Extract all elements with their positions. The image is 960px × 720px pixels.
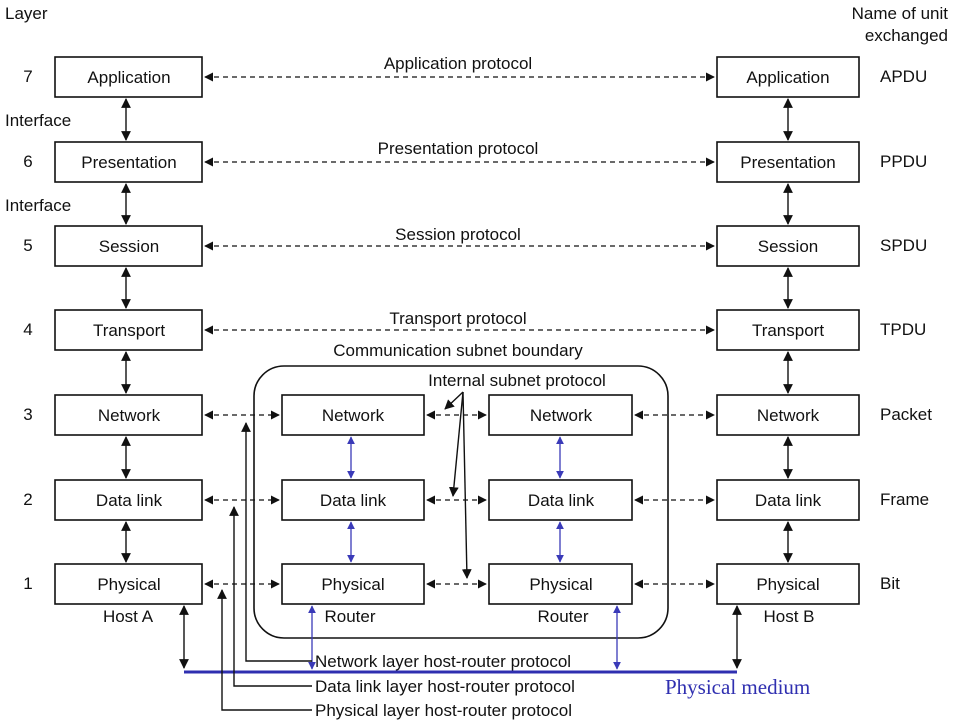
layer-heading: Layer (5, 4, 48, 23)
host-a-session-label: Session (99, 237, 159, 256)
host-b-application-label: Application (746, 68, 829, 87)
layer-number-3: 3 (23, 405, 32, 424)
unit-packet: Packet (880, 405, 932, 424)
router-1-data-link-box (281, 479, 425, 521)
host-b-data-link-box (716, 479, 860, 521)
host-b-physical-label: Physical (756, 575, 819, 594)
router-2-label: Router (537, 607, 588, 626)
router-1-physical-box (281, 563, 425, 605)
layer-number-2: 2 (23, 490, 32, 509)
router-1-network-label: Network (322, 406, 385, 425)
host-b-transport-label: Transport (752, 321, 824, 340)
layer-number-5: 5 (23, 236, 32, 255)
host-a-application-label: Application (87, 68, 170, 87)
host-a-transport-box (54, 309, 203, 351)
data-link-host-router-label: Data link layer host-router protocol (315, 677, 575, 696)
host-a-data-link-label: Data link (96, 491, 163, 510)
host-a-network-box (54, 394, 203, 436)
host-b-label: Host B (763, 607, 814, 626)
router-2-network-box (488, 394, 633, 436)
network-host-router-pointer (241, 422, 312, 662)
router-1-physical-label: Physical (321, 575, 384, 594)
host-a-data-link-box (54, 479, 203, 521)
unit-apdu: APDU (880, 67, 927, 86)
router-1-label: Router (324, 607, 375, 626)
host-b-presentation-box (716, 141, 860, 183)
host-b-presentation-label: Presentation (740, 153, 835, 172)
host-b-data-link-label: Data link (755, 491, 822, 510)
host-a-label: Host A (103, 607, 154, 626)
physical-medium-label: Physical medium (665, 675, 810, 699)
host-b-session-box (716, 225, 860, 267)
presentation-protocol-label: Presentation protocol (378, 139, 539, 158)
router-1-network-box (281, 394, 425, 436)
host-a-application-box (54, 56, 203, 98)
interface-label-2: Interface (5, 196, 71, 215)
host-b-network-box (716, 394, 860, 436)
internal-protocol-pointer-physical (461, 391, 472, 579)
unit-heading-line1: Name of unit (852, 4, 949, 23)
internal-protocol-pointer-data-link (448, 391, 464, 497)
transport-protocol-label: Transport protocol (389, 309, 526, 328)
router-2-data-link-box (488, 479, 633, 521)
layer-number-4: 4 (23, 320, 32, 339)
host-a-presentation-box (54, 141, 203, 183)
internal-subnet-protocol-label: Internal subnet protocol (428, 371, 606, 390)
router-2-data-link-label: Data link (528, 491, 595, 510)
unit-bit: Bit (880, 574, 900, 593)
router-2-physical-box (488, 563, 633, 605)
router-1-data-link-label: Data link (320, 491, 387, 510)
layer-number-6: 6 (23, 152, 32, 171)
unit-spdu: SPDU (880, 236, 927, 255)
network-host-router-label: Network layer host-router protocol (315, 652, 571, 671)
subnet-boundary-label: Communication subnet boundary (333, 341, 583, 360)
application-protocol-label: Application protocol (384, 54, 532, 73)
host-a-presentation-label: Presentation (81, 153, 176, 172)
internal-protocol-pointer-network (444, 391, 464, 410)
unit-ppdu: PPDU (880, 152, 927, 171)
host-a-network-label: Network (98, 406, 161, 425)
session-protocol-label: Session protocol (395, 225, 521, 244)
host-b-physical-box (716, 563, 860, 605)
router-2-network-label: Network (530, 406, 593, 425)
data-link-host-router-pointer (229, 506, 312, 687)
physical-host-router-label: Physical layer host-router protocol (315, 701, 572, 720)
host-b-session-label: Session (758, 237, 818, 256)
host-b-application-box (716, 56, 860, 98)
host-b-network-label: Network (757, 406, 820, 425)
unit-frame: Frame (880, 490, 929, 509)
host-a-transport-label: Transport (93, 321, 165, 340)
unit-heading-line2: exchanged (865, 26, 948, 45)
host-a-physical-box (54, 563, 203, 605)
router-2-physical-label: Physical (529, 575, 592, 594)
host-a-session-box (54, 225, 203, 267)
unit-tpdu: TPDU (880, 320, 926, 339)
host-a-physical-label: Physical (97, 575, 160, 594)
host-b-transport-box (716, 309, 860, 351)
layer-number-1: 1 (23, 574, 32, 593)
interface-label-1: Interface (5, 111, 71, 130)
physical-host-router-pointer (217, 589, 312, 711)
layer-number-7: 7 (23, 67, 32, 86)
